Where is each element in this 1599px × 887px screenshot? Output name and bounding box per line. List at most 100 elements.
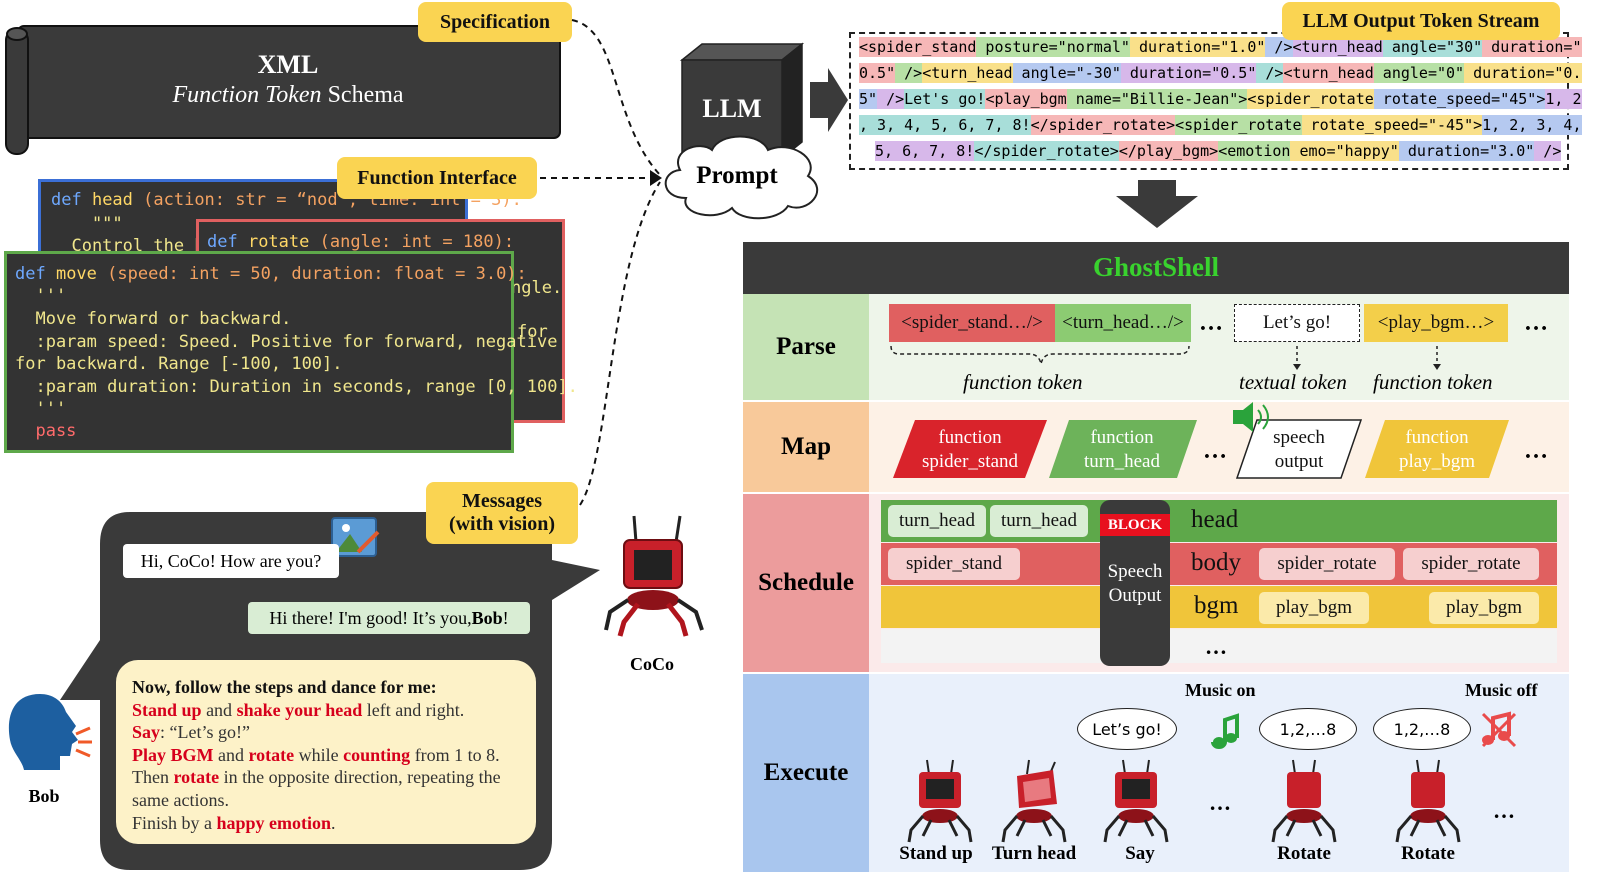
bot-message: Hi there! I'm good! It’s you, Bob! — [248, 602, 530, 634]
schedule-turn-head-1: turn_head — [888, 505, 986, 537]
music-on-icon — [1209, 712, 1243, 748]
prompt-label: Prompt — [696, 162, 778, 189]
music-off-icon — [1483, 712, 1517, 748]
code-line: """ — [51, 214, 123, 234]
messages-tag: Messages (with vision) — [426, 482, 578, 544]
parse-dots-2: … — [1524, 310, 1548, 336]
map-line: function — [938, 427, 1002, 449]
parse-token-spider-stand: <spider_stand…/> — [889, 304, 1055, 342]
xml-subtitle-italic: Function Token — [172, 82, 322, 108]
execute-label: Execute — [763, 759, 849, 786]
xml-title: XML — [257, 50, 319, 79]
speech-line: Speech — [1107, 561, 1163, 582]
ghostshell-header — [743, 242, 1569, 294]
execute-dots-1: … — [1209, 790, 1231, 815]
schedule-label-bgm: bgm — [1194, 592, 1239, 619]
map-label: Map — [781, 433, 831, 460]
robot-stand-up — [907, 759, 973, 843]
schedule-label-head: head — [1191, 506, 1239, 533]
code-line: ''' — [15, 399, 67, 419]
token-line-2: 0.5" /><turn_head angle="-30" duration="… — [859, 63, 1582, 83]
bot-message-c: ! — [502, 607, 509, 628]
token-stream-tag: LLM Output Token Stream — [1282, 2, 1560, 40]
bot-message-a: Hi there! I'm good! It’s you, — [269, 607, 472, 628]
schedule-play-bgm-2: play_bgm — [1429, 592, 1539, 624]
instr-title: Now, follow the steps and dance for me: — [132, 677, 437, 697]
execute-label-cell — [743, 674, 869, 872]
bubble-count-1: 1,2,…8 — [1259, 708, 1357, 750]
instr-line: Then rotate in the opposite direction, r… — [132, 767, 501, 788]
map-dots-2: … — [1524, 438, 1548, 464]
schedule-dots: … — [1205, 634, 1227, 659]
code-def: def — [207, 232, 248, 252]
bubble-count-2: 1,2,…8 — [1373, 708, 1471, 750]
music-off-label: Music off — [1465, 680, 1538, 700]
instruction-message: Now, follow the steps and dance for me: … — [116, 660, 536, 844]
execute-icons — [1211, 711, 1517, 749]
parse-caption-textual-token: textual token — [1239, 370, 1347, 394]
map-line: function — [1090, 427, 1154, 449]
schedule-block-badge: BLOCK — [1100, 514, 1170, 536]
instr-line: Stand up and shake your head left and ri… — [132, 699, 465, 720]
bubble-lets-go: Let’s go! — [1077, 708, 1177, 750]
code-params: (speed: int = 50, duration: float = 3.0)… — [96, 264, 527, 284]
code-def: def — [15, 264, 56, 284]
schedule-spider-rotate-2: spider_rotate — [1403, 548, 1539, 580]
schedule-label: Schedule — [758, 569, 854, 596]
schedule-play-bgm-1: play_bgm — [1259, 592, 1369, 624]
code-line: ngle. — [511, 278, 563, 298]
code-fn-name: rotate — [247, 232, 310, 252]
llm-label: LLM — [702, 94, 762, 123]
caption-rotate-1: Rotate — [1277, 843, 1331, 864]
instr-line: same actions. — [132, 789, 229, 810]
map-dots-1: … — [1203, 438, 1227, 464]
parse-brace — [890, 345, 1441, 370]
code-line: Move forward or backward. — [15, 309, 292, 329]
instr-line: Finish by a happy emotion. — [132, 812, 336, 833]
map-line: function — [1405, 427, 1469, 449]
ghostshell-panel: GhostShell Parse Map Schedule Execute <s… — [743, 242, 1569, 872]
parse-caption-function-token-2: function token — [1373, 370, 1493, 394]
code-line: ''' — [15, 286, 67, 306]
music-on-label: Music on — [1185, 680, 1256, 700]
schedule-label-cell — [743, 494, 869, 672]
map-line: turn_head — [1084, 451, 1160, 472]
code-def: def — [51, 190, 92, 210]
ghostshell-title: GhostShell — [1092, 252, 1220, 282]
xml-subtitle-rest: Schema — [321, 82, 404, 108]
token-line-3: 5" />Let's go!<play_bgm name="Billie-Jea… — [859, 89, 1582, 109]
function-interface-tag: Function Interface — [337, 157, 537, 199]
map-line: output — [1274, 451, 1324, 472]
caption-stand-up: Stand up — [899, 843, 973, 864]
schedule-spider-stand: spider_stand — [888, 548, 1020, 580]
token-line-5: 5, 6, 7, 8!</spider_rotate></play_bgm><e… — [875, 141, 1562, 161]
code-line: for — [517, 322, 548, 342]
scroll-shape — [5, 25, 561, 155]
messages-tag-line1: Messages — [462, 490, 542, 512]
robot-turn-head — [1001, 759, 1067, 843]
robot-rotate-2 — [1395, 759, 1461, 843]
parse-label-cell — [743, 294, 869, 400]
map-line: spider_stand — [921, 451, 1019, 472]
parse-token-play-bgm: <play_bgm…> — [1364, 304, 1508, 342]
schedule-track-extra — [881, 629, 1557, 663]
bob-label: Bob — [28, 786, 60, 806]
schedule-turn-head-2: turn_head — [990, 505, 1088, 537]
code-fn-name: move — [55, 264, 97, 284]
map-label-cell — [743, 402, 869, 492]
execute-dots-2: … — [1493, 798, 1515, 823]
instr-line: Say: “Let’s go!” — [132, 722, 250, 743]
specification-tag: Specification — [418, 2, 572, 42]
coco-label: CoCo — [630, 654, 674, 674]
map-line: speech — [1273, 427, 1325, 449]
parse-dots-1: … — [1199, 310, 1223, 336]
caption-rotate-2: Rotate — [1401, 843, 1455, 864]
parse-label: Parse — [776, 333, 836, 360]
speech-line: Output — [1108, 585, 1162, 606]
xml-schema-scroll: XML Function Token Schema — [4, 20, 564, 160]
